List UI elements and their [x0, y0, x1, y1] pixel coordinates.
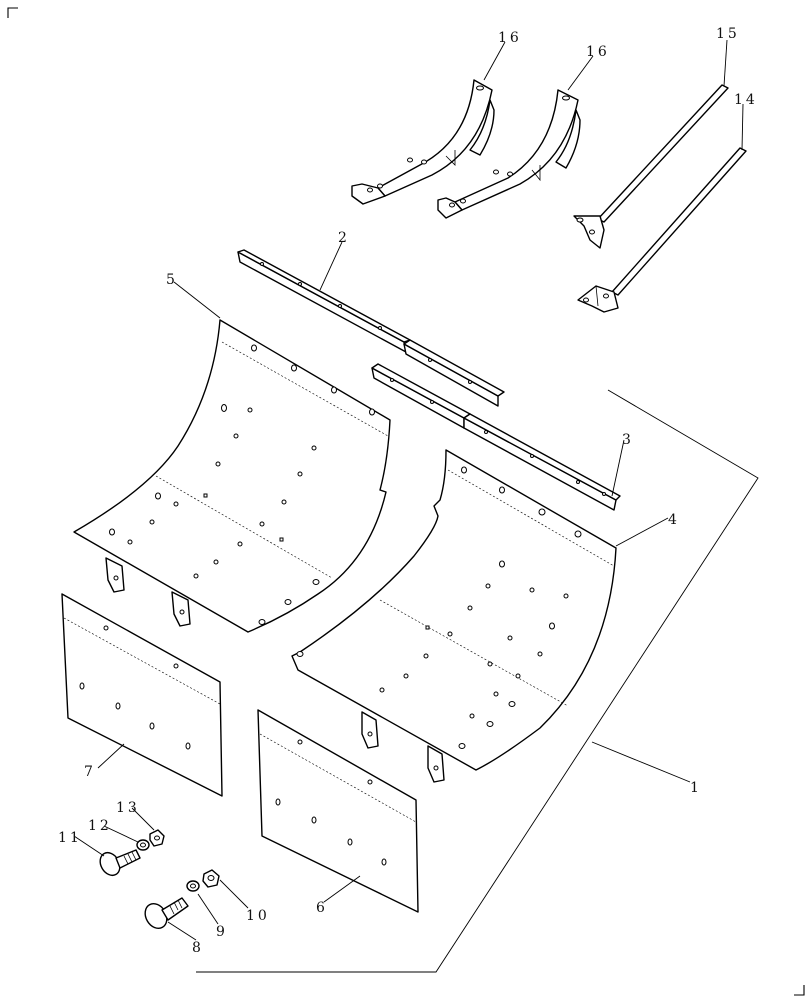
callout-14: 14: [734, 92, 758, 108]
bracket-16-right: [437, 89, 581, 219]
nut-13: [149, 829, 165, 847]
callout-16-left: 16: [498, 30, 522, 46]
carriage-bolt-8: [144, 897, 189, 930]
angle-strip-2: [237, 249, 505, 407]
leader-lines: [73, 39, 744, 941]
washer-12: [136, 839, 150, 851]
callout-10: 10: [246, 908, 270, 924]
callout-12: 12: [88, 818, 112, 834]
assembly-boundary-line: [196, 389, 759, 973]
curved-panel-5: [73, 319, 391, 633]
callout-labels: 16 16 15 14 2 5 3 4 7 1 13 12 11 10 9 8 …: [58, 26, 758, 956]
rod-15: [573, 84, 729, 249]
carriage-bolt-11: [99, 849, 141, 877]
corner-mark-top-left: [7, 7, 18, 18]
callout-13: 13: [116, 800, 140, 816]
curved-panel-4: [291, 449, 617, 783]
flat-plate-6: [257, 709, 419, 913]
callout-5: 5: [166, 272, 178, 288]
callout-1: 1: [690, 780, 702, 796]
rod-14: [577, 147, 747, 313]
washer-9: [186, 880, 200, 892]
callout-4: 4: [668, 512, 680, 528]
callout-2: 2: [338, 230, 350, 246]
callout-11: 11: [58, 830, 82, 846]
callout-6: 6: [316, 900, 328, 916]
corner-mark-bottom-right: [794, 985, 805, 996]
callout-7: 7: [84, 764, 96, 780]
callout-3: 3: [622, 432, 634, 448]
callout-8: 8: [192, 940, 204, 956]
bracket-16-left: [351, 79, 495, 205]
angle-strip-3: [371, 363, 621, 511]
nut-10: [202, 869, 220, 888]
callout-9: 9: [216, 924, 228, 940]
callout-15: 15: [716, 26, 740, 42]
flat-plate-7: [61, 593, 223, 797]
callout-16-right: 16: [586, 44, 610, 60]
